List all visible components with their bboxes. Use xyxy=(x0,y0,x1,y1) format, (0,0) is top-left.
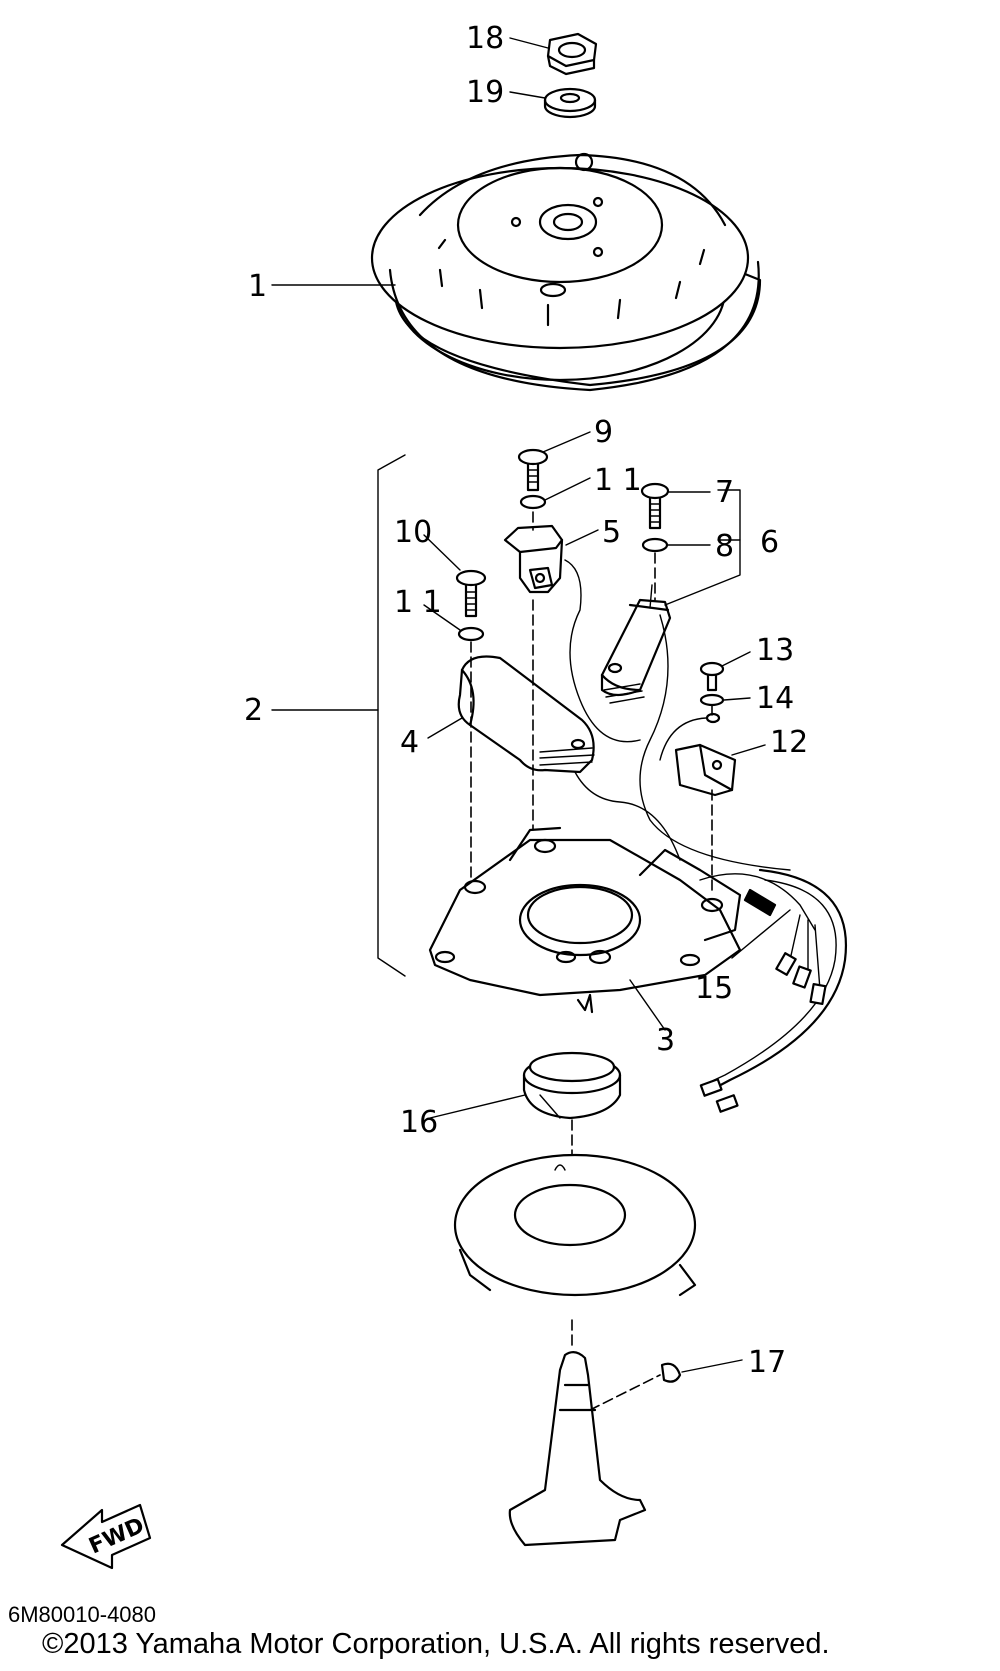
part-1-flywheel xyxy=(370,152,762,392)
callout-4: 4 xyxy=(400,725,419,760)
part-17-woodruff-key xyxy=(660,1362,682,1383)
part-6-charge-coil xyxy=(600,584,791,871)
fwd-arrow-icon: FWD xyxy=(60,1503,152,1570)
callout-1: 1 xyxy=(248,269,267,304)
callout-14: 14 xyxy=(756,681,794,716)
part-11-washer-left xyxy=(457,626,485,642)
part-4-ignition-coil xyxy=(457,655,681,861)
callout-11-top: 1 1 xyxy=(594,463,642,498)
magneto-plate-base xyxy=(453,1153,697,1297)
callout-labels: 18 19 1 9 1 1 7 5 8 6 10 1 1 13 14 2 4 1… xyxy=(244,21,808,1380)
callout-3: 3 xyxy=(656,1023,675,1058)
part-16-collar xyxy=(522,1051,622,1120)
callout-17: 17 xyxy=(748,1345,786,1380)
part-5-pulser-coil xyxy=(503,524,641,743)
part-13-screw xyxy=(699,661,725,692)
part-10-screw xyxy=(455,569,487,618)
part-14-washer xyxy=(699,693,725,707)
callout-10: 10 xyxy=(394,515,432,550)
callout-2: 2 xyxy=(244,693,263,728)
part-3-stator-base xyxy=(428,826,742,1014)
copyright-notice: ©2013 Yamaha Motor Corporation, U.S.A. A… xyxy=(42,1628,830,1660)
diagram-part-code: 6M80010-4080 xyxy=(8,1602,157,1627)
part-12-clamp xyxy=(659,712,737,797)
part-19-washer xyxy=(543,87,597,119)
callout-9: 9 xyxy=(594,415,613,450)
part-11-washer-top xyxy=(519,494,547,510)
part-9-screw xyxy=(517,448,549,492)
callout-15: 15 xyxy=(695,971,733,1006)
part-15-wire-harness xyxy=(699,868,848,1113)
part-18-nut xyxy=(546,32,598,76)
part-8-washer xyxy=(641,537,669,553)
callout-7: 7 xyxy=(715,475,734,510)
leader-lines xyxy=(271,37,791,1373)
callout-13: 13 xyxy=(756,633,794,668)
alignment-lines xyxy=(470,511,713,1411)
callout-12: 12 xyxy=(770,725,808,760)
callout-11-left: 1 1 xyxy=(394,585,442,620)
bracket-assembly-2 xyxy=(377,454,406,977)
callout-18: 18 xyxy=(466,21,504,56)
callout-8: 8 xyxy=(715,529,734,564)
callout-6: 6 xyxy=(760,525,779,560)
callout-19: 19 xyxy=(466,75,504,110)
crankshaft xyxy=(508,1351,647,1547)
part-7-screw xyxy=(640,482,670,530)
callout-16: 16 xyxy=(400,1105,438,1140)
callout-5: 5 xyxy=(602,515,621,550)
